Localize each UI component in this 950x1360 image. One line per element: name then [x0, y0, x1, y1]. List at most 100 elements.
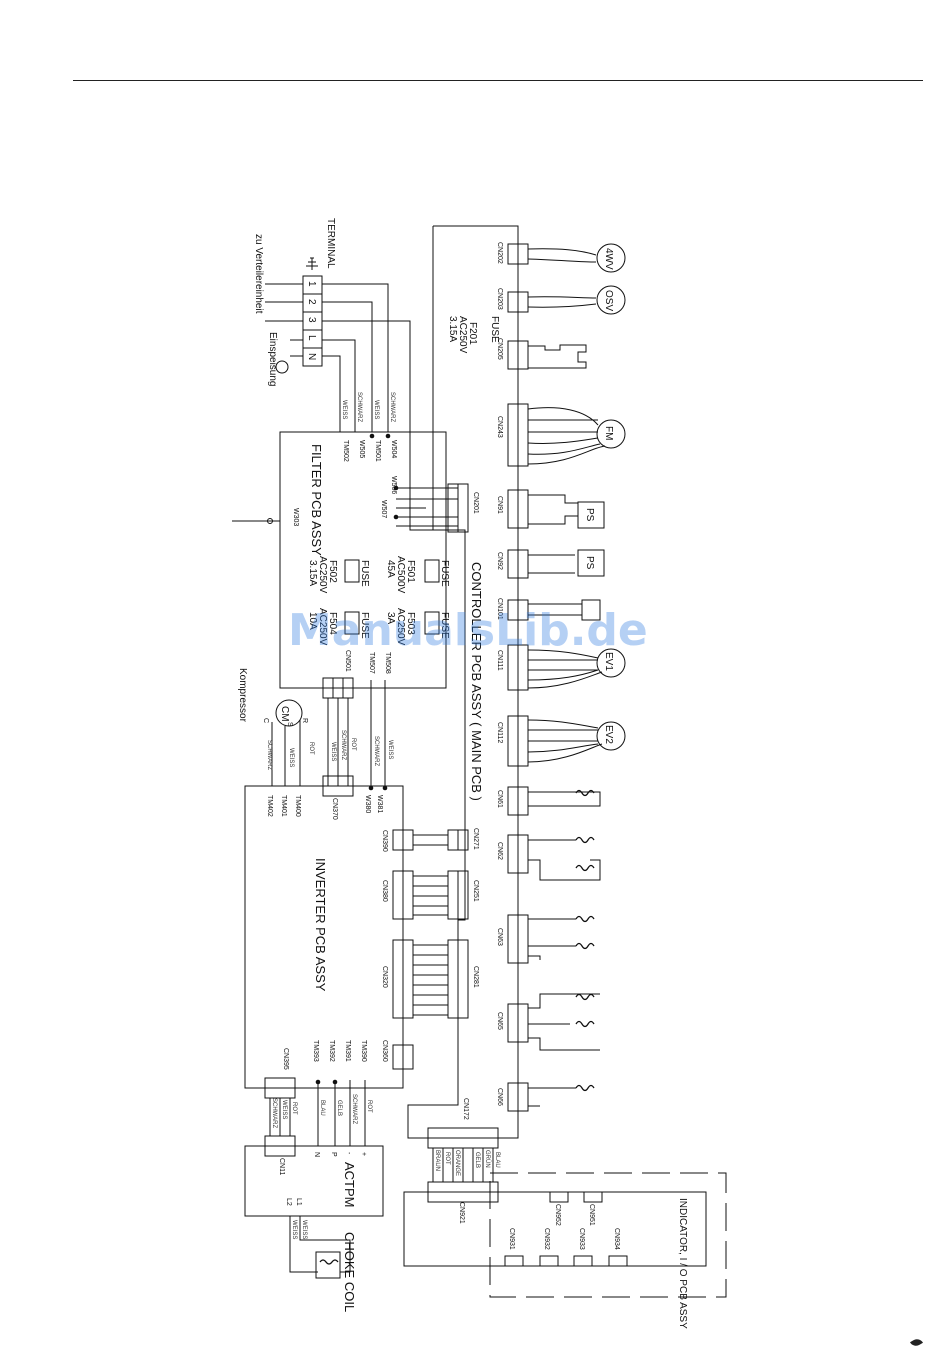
- indicator-title: INDICATOR, I / O PCB ASSY: [677, 1198, 688, 1329]
- fuse-id: F504: [327, 612, 338, 635]
- inverter-terminal: CN395: [282, 1048, 289, 1070]
- wire-color-label: SCHWARZ: [266, 740, 272, 770]
- cm-pin-s: S: [286, 722, 293, 727]
- indicator-connector: CN932: [543, 1228, 550, 1250]
- inverter-terminal: W381: [376, 795, 383, 813]
- ctrl-connector: CN111: [496, 650, 503, 671]
- filter-pcb-title: FILTER PCB ASSY: [309, 444, 324, 556]
- wire-color-label: ORANGE: [454, 1150, 460, 1176]
- indicator-connector: CN934: [613, 1228, 620, 1250]
- ctrl-connector: CN91: [496, 496, 503, 514]
- component-fm: FM: [603, 426, 614, 440]
- filter-terminal: W504: [390, 440, 397, 458]
- wire-color-label: WEISS: [301, 1220, 307, 1239]
- ctrl-connector: CN205: [496, 338, 503, 360]
- wire-color-label: SCHWARZ: [356, 392, 362, 422]
- terminal-pin: L: [306, 335, 317, 341]
- wire-color-label: ROT: [350, 738, 356, 751]
- wire-color-label: SCHWARZ: [340, 730, 346, 760]
- inverter-terminal: TM400: [294, 795, 301, 817]
- actpm-terminal: +: [360, 1152, 367, 1156]
- choke-title: CHOKE COIL: [342, 1232, 357, 1312]
- labels: TERMINAL zu Verteilereinheit Einspeisung…: [237, 218, 688, 1329]
- actpm-terminal: L1: [295, 1198, 302, 1206]
- header-rule: [73, 80, 923, 81]
- wire-color-label: ROT: [444, 1152, 450, 1165]
- wire-color-label: GELB: [474, 1152, 480, 1168]
- wire-color-label: SCHWARZ: [389, 392, 395, 422]
- choke-coil-symbol: [315, 1251, 341, 1279]
- actpm-terminal: CN11: [278, 1158, 285, 1175]
- actpm-terminal: L2: [285, 1198, 292, 1206]
- ps1-symbol: [577, 501, 605, 529]
- ctrl-connector: CN201: [472, 492, 479, 514]
- cm-pin-c: C: [262, 718, 269, 723]
- wire-color-label: GRÜN: [484, 1150, 491, 1168]
- ev1-symbol: [596, 648, 626, 678]
- filter-terminal: W505: [358, 440, 365, 458]
- inverter-terminal: CN380: [381, 880, 388, 902]
- component-4wv: 4WV: [603, 248, 614, 270]
- ctrl-connector: CN203: [496, 288, 503, 310]
- wire-color-label: ROT: [308, 742, 314, 755]
- kompressor-label: Kompressor: [237, 668, 248, 723]
- compressor-symbol: [275, 699, 303, 727]
- wire-color-label: BRAUN: [434, 1150, 440, 1171]
- component-ps2: PS: [584, 556, 595, 570]
- ctrl-connector: CN172: [462, 1098, 469, 1120]
- indicator-connector: CN921: [458, 1202, 465, 1224]
- wire-color-label: BLAU: [494, 1152, 500, 1168]
- inverter-terminal: TM391: [344, 1040, 351, 1062]
- filter-terminal: TM508: [384, 652, 391, 674]
- fuse-rating: AC250V: [457, 316, 468, 354]
- inverter-terminal: TM390: [360, 1040, 367, 1062]
- fuse-rating: AC250V: [317, 608, 328, 646]
- fuse-current: 3.15A: [447, 316, 458, 342]
- filter-pcb-box: [279, 431, 447, 689]
- actpm-terminal: -: [345, 1152, 352, 1155]
- fuse-label: FUSE: [439, 560, 450, 587]
- terminal-pin: 3: [306, 317, 317, 323]
- wire-color-label: WEISS: [291, 1220, 297, 1239]
- thermistors: [575, 789, 595, 1092]
- ctrl-connector: CN61: [496, 790, 503, 808]
- ctrl-connectors: [507, 243, 529, 1112]
- fuse-label: FUSE: [439, 612, 450, 639]
- actpm-box: [244, 1145, 384, 1217]
- ctrl-connector: CN271: [472, 828, 479, 850]
- actpm-terminal: N: [313, 1152, 320, 1157]
- wire-color-label: BLAU: [319, 1100, 325, 1116]
- fm-symbol: [596, 419, 626, 449]
- filter-terminal: W506: [390, 476, 397, 494]
- terminal-label: TERMINAL: [325, 218, 336, 269]
- zu-verteil-label: zu Verteilereinheit: [253, 234, 264, 314]
- wire-color-label: WEISS: [281, 1100, 287, 1119]
- inv-conns: [392, 829, 469, 1070]
- ctrl-connector: CN112: [496, 722, 503, 743]
- ctrl-connector: CN65: [496, 1012, 503, 1030]
- wire-color-label: SCHWARZ: [351, 1094, 357, 1124]
- ps2-symbol: [577, 549, 605, 577]
- wire-color-label: WEISS: [373, 400, 379, 419]
- wire-color-label: SCHWARZ: [373, 736, 379, 766]
- ctrl-connector: CN281: [472, 966, 479, 988]
- ev2-symbol: [596, 721, 626, 751]
- fuse-rating: AC500V: [395, 556, 406, 594]
- fuse-current: 45A: [385, 560, 396, 578]
- fuse-current: 3.15A: [307, 560, 318, 586]
- 4wv-symbol: [596, 243, 626, 273]
- wire-color-label: WEISS: [288, 748, 294, 767]
- cm-label: CM: [279, 706, 290, 722]
- controller-pcb-title: CONTROLLER PCB ASSY ( MAIN PCB ): [469, 562, 484, 801]
- wire-color-label: ROT: [291, 1102, 297, 1115]
- terminal-pin: N: [306, 353, 317, 360]
- inverter-terminal: TM402: [266, 795, 273, 817]
- inverter-terminal: CN390: [381, 830, 388, 852]
- indicator-connector: CN951: [588, 1204, 595, 1226]
- wire-color-label: WEISS: [341, 400, 347, 419]
- fuse-id: F503: [405, 612, 416, 635]
- filter-terminal: TM502: [342, 440, 349, 462]
- fuse-label: FUSE: [359, 612, 370, 639]
- wire-color-label: ROT: [366, 1100, 372, 1113]
- inverter-terminal: CN320: [381, 966, 388, 988]
